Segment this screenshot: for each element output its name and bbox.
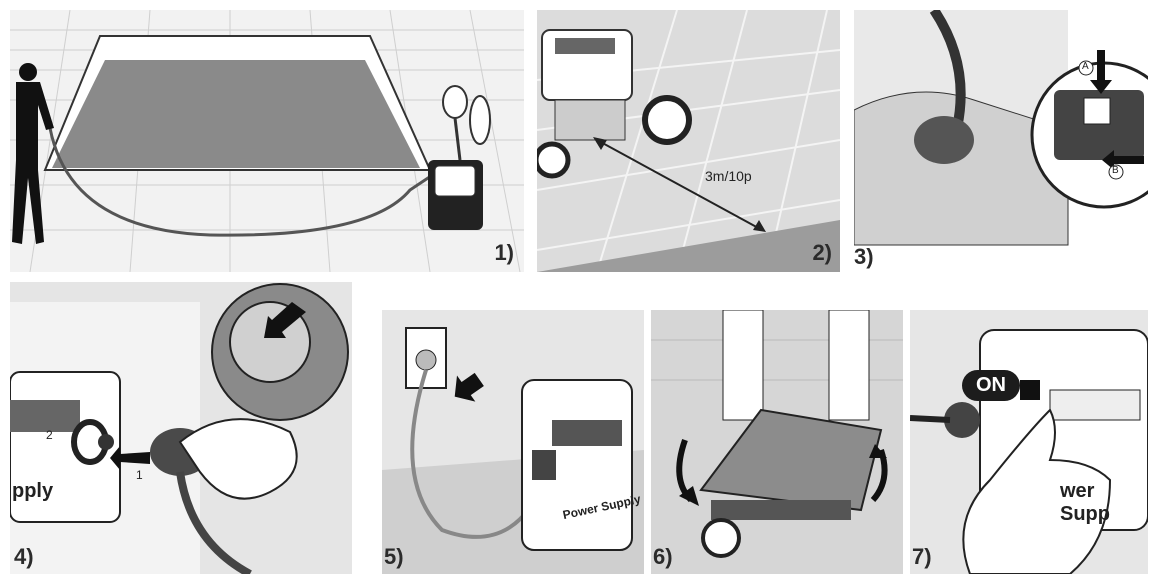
panel-step-6: 6) xyxy=(651,310,903,574)
cable-connect-illustration xyxy=(854,10,1148,246)
on-badge: ON xyxy=(962,370,1020,401)
distance-label: 3m/10p xyxy=(705,168,752,184)
panel-step-5: Power Supply 5) xyxy=(382,310,644,574)
panel-step-7: ON wer Supp 7) xyxy=(910,310,1148,574)
distance-illustration xyxy=(537,10,840,272)
power-connect-illustration xyxy=(10,282,352,574)
step-number-7: 7) xyxy=(912,544,932,569)
step-number-4: 4) xyxy=(14,544,34,569)
panel-step-1: 1) xyxy=(10,10,524,272)
panel-step-3: A B 3) xyxy=(854,10,1148,272)
step-number-2: 2) xyxy=(812,240,832,265)
callout-a-label: A xyxy=(1082,61,1089,72)
panel-step-4: 1 2 pply 4) xyxy=(10,282,352,574)
power-supply-partial-label: pply xyxy=(12,480,54,502)
power-supply-partial-label-7: wer Supp xyxy=(1060,480,1110,525)
power-on-illustration xyxy=(910,310,1148,574)
panel-step-2: 3m/10p 2) xyxy=(537,10,840,272)
callout-1-label: 1 xyxy=(136,468,143,482)
step-number-5: 5) xyxy=(384,544,404,569)
step-number-1: 1) xyxy=(494,240,514,265)
robot-submerge-illustration xyxy=(651,310,903,574)
callout-2-label: 2 xyxy=(46,428,53,442)
step-number-3: 3) xyxy=(854,244,874,269)
step-number-6: 6) xyxy=(653,544,673,569)
callout-b-label: B xyxy=(1112,165,1119,176)
wall-plug-illustration xyxy=(382,310,644,574)
pool-illustration xyxy=(10,10,524,272)
